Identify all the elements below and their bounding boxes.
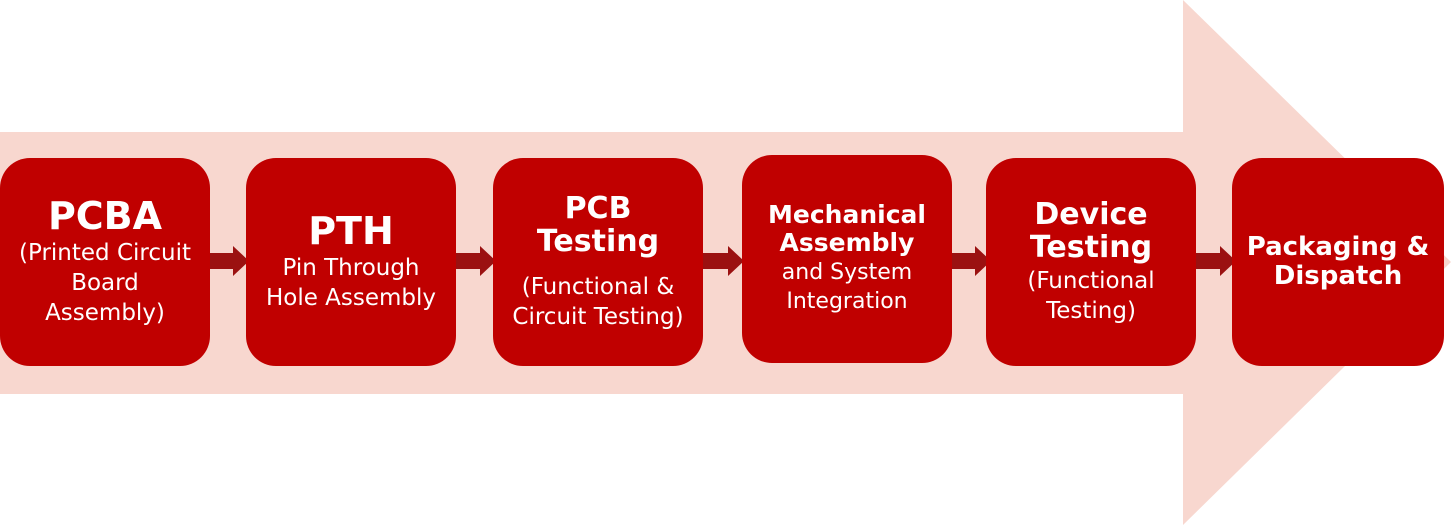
step-title: Device Testing: [1029, 196, 1153, 266]
arrow-connector-4: [945, 246, 991, 276]
arrow-connector-3: [698, 246, 744, 276]
step-mechanical-assembly: Mechanical Assembly and System Integrati…: [742, 155, 952, 363]
step-subtitle: Pin Through Hole Assembly: [265, 255, 437, 312]
step-subtitle: (Functional Testing): [1027, 267, 1155, 324]
step-title: PCB Testing: [536, 190, 660, 260]
step-subtitle: (Functional & Circuit Testing): [512, 273, 684, 330]
step-title: PTH: [308, 208, 394, 253]
step-device-testing: Device Testing (Functional Testing): [986, 158, 1196, 366]
step-subtitle: (Printed Circuit Board Assembly): [19, 240, 191, 327]
step-pcba: PCBA (Printed Circuit Board Assembly): [0, 158, 210, 366]
step-title: Mechanical Assembly: [768, 200, 926, 258]
step-pcb-testing: PCB Testing (Functional & Circuit Testin…: [493, 158, 703, 366]
step-pth: PTH Pin Through Hole Assembly: [246, 158, 456, 366]
step-title: PCBA: [47, 193, 163, 238]
step-packaging-dispatch: Packaging & Dispatch: [1232, 158, 1444, 366]
arrow-connector-2: [450, 246, 496, 276]
step-title: Packaging & Dispatch: [1246, 231, 1430, 291]
arrow-connector-1: [203, 246, 249, 276]
step-subtitle: and System Integration: [781, 260, 913, 314]
arrow-connector-5: [1190, 246, 1236, 276]
